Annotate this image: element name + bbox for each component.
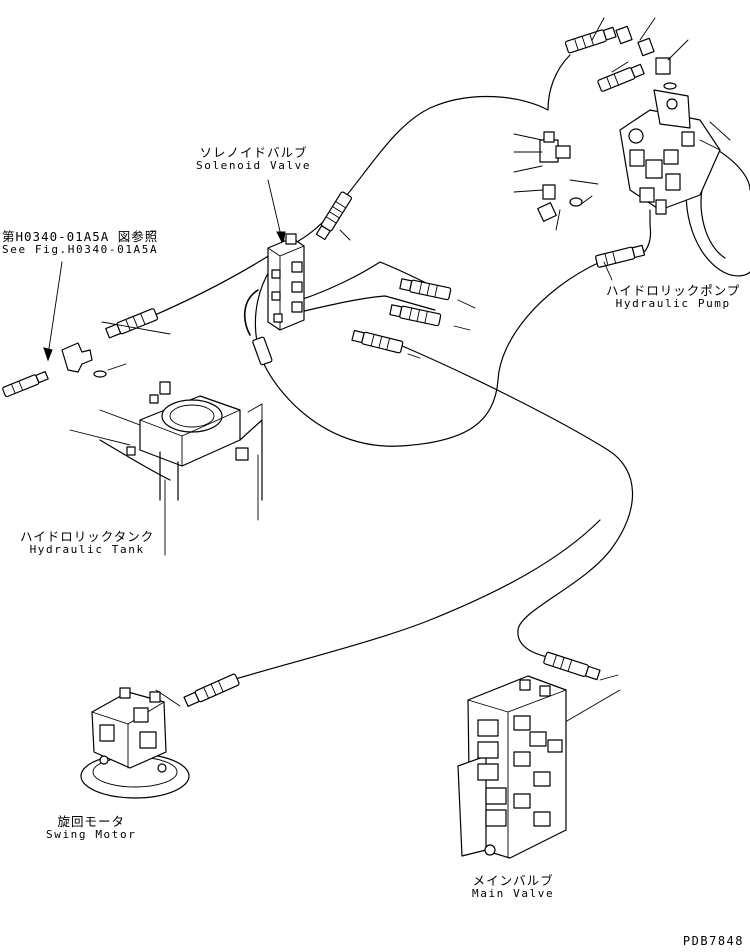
- main-valve-label-en: Main Valve: [472, 887, 555, 901]
- hose-swing-motor: [231, 519, 601, 681]
- hose-upper-crossover: [299, 261, 431, 301]
- see-fig-label-en: See Fig.H0340-01A5A: [2, 243, 159, 257]
- hydraulic-pump-drawing: [619, 89, 750, 277]
- hydraulic-pump-label-jp: ハイドロリックポンプ: [606, 283, 741, 298]
- hydraulic-pump-label-en: Hydraulic Pump: [615, 297, 731, 311]
- solenoid-valve-label-jp: ソレノイドバルブ: [199, 145, 308, 160]
- hydraulic-tank-label: ハイドロリックタンク Hydraulic Tank: [20, 529, 155, 557]
- hydraulic-tank-label-jp: ハイドロリックタンク: [20, 529, 155, 544]
- pump-elbow-fittings: [615, 25, 677, 90]
- main-valve-drawing: [457, 675, 567, 859]
- elbow-tee-fitting: [61, 342, 93, 373]
- hose-tank-to-solenoid: [147, 254, 271, 319]
- leader-lines: [43, 17, 689, 726]
- main-valve-label: メインバルブ Main Valve: [472, 873, 555, 901]
- elbow-pipe-solenoid: [243, 289, 259, 336]
- solenoid-valve-drawing: [267, 233, 305, 331]
- see-fig-label: 第H0340-01A5A 図参照 See Fig.H0340-01A5A: [2, 229, 159, 257]
- main-valve-label-jp: メインバルブ: [472, 873, 554, 888]
- swing-motor-drawing: [80, 687, 190, 799]
- hose-solenoid-to-main-valve: [399, 344, 634, 661]
- hydraulic-tank-label-en: Hydraulic Tank: [29, 543, 145, 557]
- hydraulic-pump-label: ハイドロリックポンプ Hydraulic Pump: [606, 283, 741, 311]
- swing-motor-label: 旋回モータ Swing Motor: [46, 814, 137, 842]
- swing-motor-label-en: Swing Motor: [46, 828, 137, 842]
- o-ring: [93, 370, 107, 378]
- solenoid-valve-label: ソレノイドバルブ Solenoid Valve: [196, 145, 312, 173]
- hose-fittings: [2, 25, 677, 707]
- hose-pump-upper: [547, 54, 571, 111]
- hose-middle-crossover: [299, 295, 436, 313]
- drawing-code: PDB7848: [682, 934, 744, 948]
- hydraulic-tank-drawing: [99, 381, 263, 501]
- solenoid-valve-label-en: Solenoid Valve: [196, 159, 312, 173]
- pump-tee-block: [537, 131, 583, 222]
- see-fig-label-jp: 第H0340-01A5A 図参照: [2, 229, 159, 244]
- swing-motor-label-jp: 旋回モータ: [57, 814, 125, 829]
